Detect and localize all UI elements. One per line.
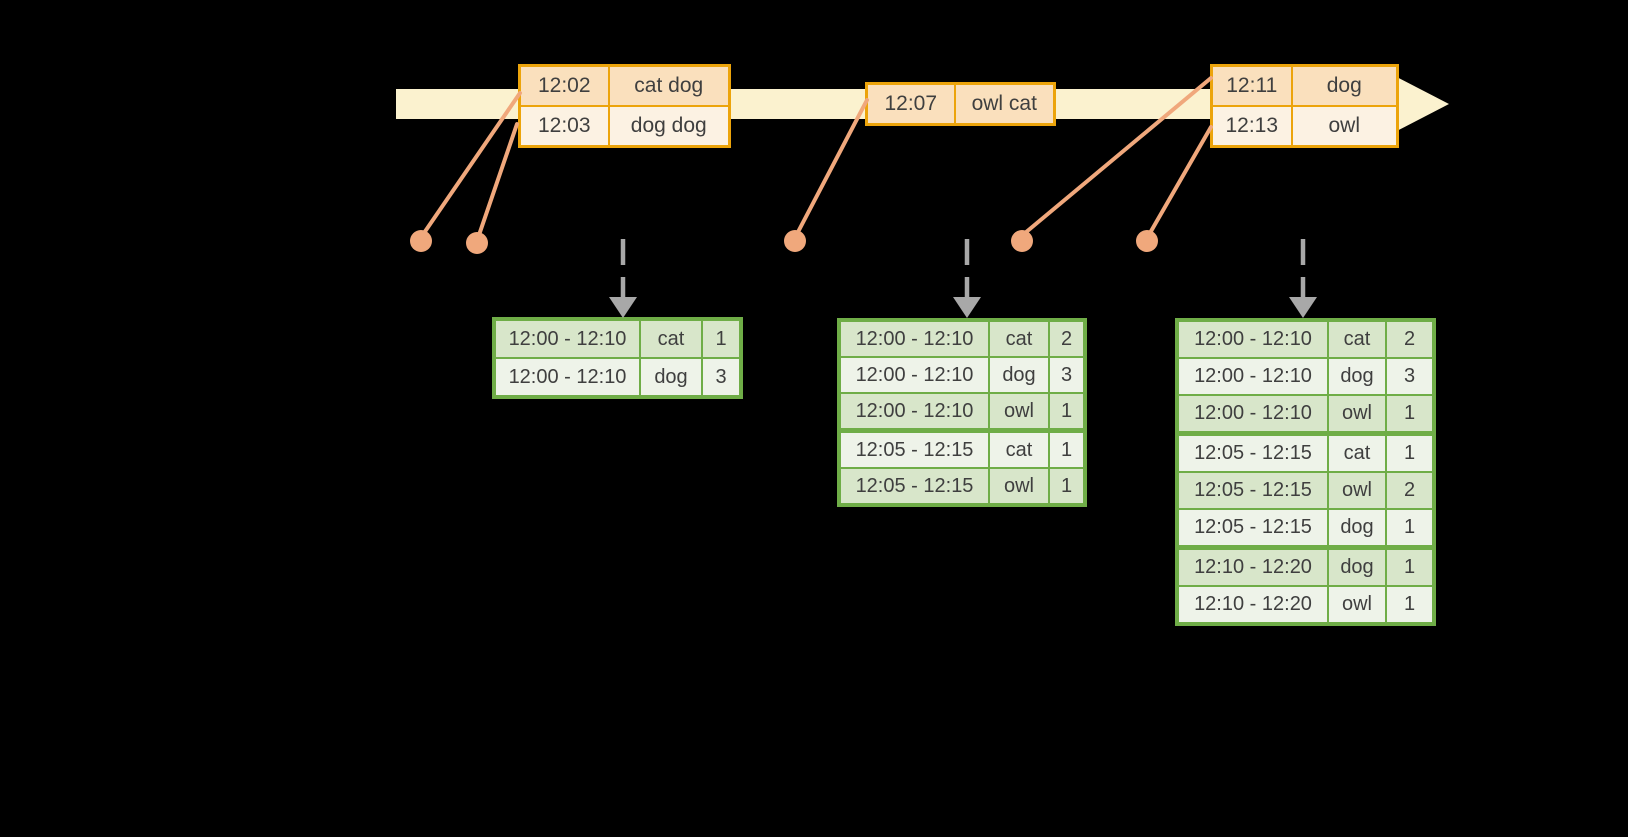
- table-cell: 12:00 - 12:10: [838, 319, 990, 358]
- trigger-arrowhead-icon: [1289, 297, 1317, 318]
- event-dot-icon: [410, 230, 432, 252]
- table-cell: 12:00 - 12:10: [1176, 357, 1329, 396]
- event-dot-icon: [1136, 230, 1158, 252]
- table-cell: 2: [1385, 319, 1435, 359]
- table-cell: 1: [1048, 428, 1086, 469]
- table-cell: 3: [1048, 356, 1086, 394]
- table-cell: owl: [1327, 394, 1387, 435]
- table-cell: dog dog: [607, 105, 731, 148]
- table-cell: owl cat: [953, 82, 1056, 126]
- table-cell: 2: [1048, 319, 1086, 358]
- table-cell: dog: [1290, 64, 1399, 107]
- table-cell: 12:02: [518, 64, 610, 107]
- table-cell: 1: [1385, 394, 1435, 435]
- trigger-arrowhead-icon: [609, 297, 637, 318]
- table-cell: cat: [1327, 431, 1387, 473]
- timeline-arrowhead-icon: [1393, 75, 1449, 133]
- table-cell: 12:13: [1210, 105, 1293, 148]
- table-cell: cat: [639, 318, 703, 359]
- table-cell: 12:07: [865, 82, 956, 126]
- table-cell: 12:05 - 12:15: [1176, 471, 1329, 510]
- table-cell: 1: [1048, 467, 1086, 506]
- table-cell: 1: [1385, 431, 1435, 473]
- table-cell: 12:05 - 12:15: [838, 428, 990, 469]
- table-cell: 2: [1385, 471, 1435, 510]
- table-cell: 12:11: [1210, 64, 1293, 107]
- event-connector-line: [796, 98, 869, 234]
- table-cell: dog: [1327, 508, 1387, 549]
- table-cell: owl: [1290, 105, 1399, 148]
- table-cell: cat: [988, 319, 1050, 358]
- table-cell: 12:00 - 12:10: [838, 356, 990, 394]
- table-cell: 12:00 - 12:10: [493, 357, 641, 398]
- table-cell: 1: [1385, 508, 1435, 549]
- table-cell: cat: [1327, 319, 1387, 359]
- table-cell: 12:10 - 12:20: [1176, 545, 1329, 587]
- table-cell: 3: [1385, 357, 1435, 396]
- table-cell: 12:03: [518, 105, 610, 148]
- table-cell: cat: [988, 428, 1050, 469]
- event-dot-icon: [784, 230, 806, 252]
- table-cell: 12:00 - 12:10: [1176, 394, 1329, 435]
- table-cell: 12:00 - 12:10: [1176, 319, 1329, 359]
- table-cell: owl: [1327, 471, 1387, 510]
- event-dot-icon: [466, 232, 488, 254]
- trigger-arrowhead-icon: [953, 297, 981, 318]
- table-cell: owl: [1327, 585, 1387, 625]
- table-cell: 1: [1048, 392, 1086, 432]
- event-connector-line: [1148, 125, 1213, 235]
- table-cell: dog: [988, 356, 1050, 394]
- table-cell: dog: [1327, 357, 1387, 396]
- table-cell: owl: [988, 467, 1050, 506]
- table-cell: 12:00 - 12:10: [838, 392, 990, 432]
- table-cell: 12:10 - 12:20: [1176, 585, 1329, 625]
- table-cell: 1: [701, 318, 742, 359]
- table-cell: dog: [1327, 545, 1387, 587]
- table-cell: 1: [1385, 585, 1435, 625]
- table-cell: owl: [988, 392, 1050, 432]
- table-cell: 12:05 - 12:15: [838, 467, 990, 506]
- table-cell: 1: [1385, 545, 1435, 587]
- table-cell: 12:05 - 12:15: [1176, 431, 1329, 473]
- event-connector-line: [477, 122, 519, 237]
- table-cell: cat dog: [607, 64, 731, 107]
- table-cell: 3: [701, 357, 742, 398]
- table-cell: 12:05 - 12:15: [1176, 508, 1329, 549]
- table-cell: dog: [639, 357, 703, 398]
- event-dot-icon: [1011, 230, 1033, 252]
- table-cell: 12:00 - 12:10: [493, 318, 641, 359]
